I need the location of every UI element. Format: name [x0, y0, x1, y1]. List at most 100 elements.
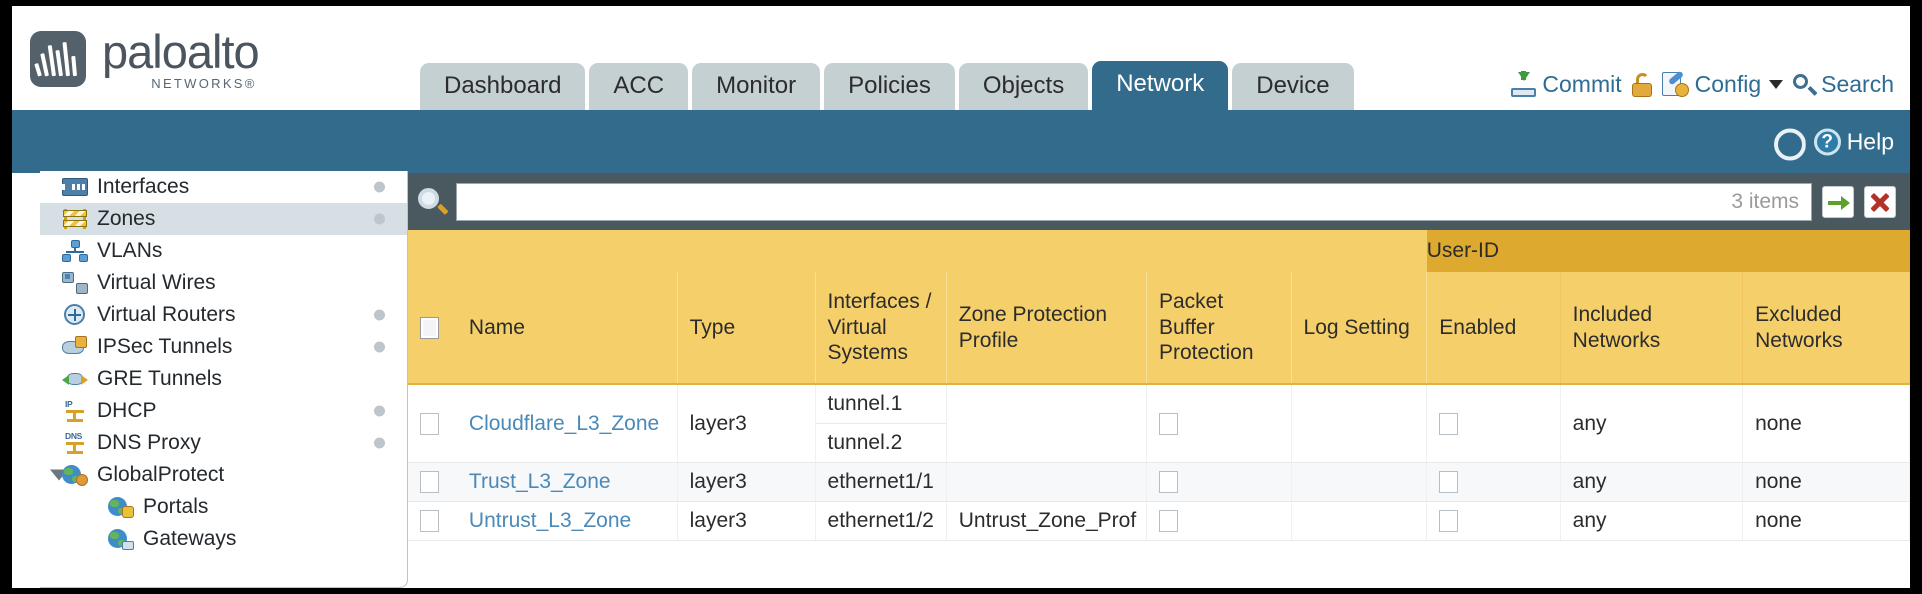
sidebar-item-portals[interactable]: Portals — [40, 491, 407, 523]
zone-name-link[interactable]: Trust_L3_Zone — [468, 470, 611, 493]
virtual-routers-icon — [62, 304, 88, 326]
cell-name: Untrust_L3_Zone — [456, 501, 678, 541]
tab-device[interactable]: Device — [1232, 63, 1354, 110]
cell-zone-protection-profile: Untrust_Zone_Prof — [946, 501, 1147, 541]
sidebar-item-virtual-routers[interactable]: Virtual Routers — [40, 299, 407, 331]
packet-buffer-protection-checkbox[interactable] — [1158, 412, 1178, 435]
column-header-packet-buffer-protection[interactable]: Packet Buffer Protection — [1146, 272, 1292, 385]
brand-logo: paloalto NETWORKS® — [30, 28, 260, 91]
cell-log-setting — [1291, 384, 1428, 463]
zone-name-link[interactable]: Cloudflare_L3_Zone — [468, 411, 660, 435]
sidebar-item-ipsec-tunnels[interactable]: IPSec Tunnels — [40, 331, 407, 363]
help-label: Help — [1846, 128, 1894, 154]
portals-icon — [108, 496, 134, 518]
search-input[interactable] — [469, 189, 1722, 214]
chevron-down-icon — [1769, 80, 1784, 89]
tab-dashboard[interactable]: Dashboard — [420, 63, 586, 110]
sidebar-item-label: VLANs — [97, 239, 163, 262]
userid-enabled-checkbox[interactable] — [1439, 412, 1459, 435]
select-all-checkbox[interactable] — [420, 317, 439, 340]
row-select-cell — [408, 501, 457, 541]
sidebar-item-virtual-wires[interactable]: Virtual Wires — [40, 267, 407, 299]
sidebar-item-label: GlobalProtect — [97, 463, 225, 486]
sidebar-item-gre-tunnels[interactable]: GRE Tunnels — [40, 363, 407, 395]
cell-type: layer3 — [677, 384, 816, 463]
cell-interface: tunnel.1 — [815, 384, 947, 424]
sidebar-item-dhcp[interactable]: IP DHCP — [40, 395, 407, 427]
group-header-userid: User-ID — [1426, 230, 1910, 272]
sidebar-item-label: DNS Proxy — [97, 431, 201, 454]
apply-filter-button[interactable] — [1822, 185, 1854, 218]
column-header-excluded-networks[interactable]: Excluded Networks — [1742, 272, 1910, 385]
cell-interface: tunnel.2 — [815, 423, 947, 463]
column-header-name[interactable]: Name — [456, 272, 678, 385]
help-question-icon: ? — [1813, 128, 1841, 155]
column-header-included-networks[interactable]: Included Networks — [1560, 272, 1744, 385]
zone-name-link[interactable]: Untrust_L3_Zone — [468, 509, 632, 532]
sidebar-item-dns-proxy[interactable]: DNS DNS Proxy — [40, 427, 407, 459]
help-button[interactable]: ? Help — [1813, 128, 1894, 155]
sidebar-item-label: Interfaces — [97, 175, 190, 198]
tab-acc[interactable]: ACC — [589, 63, 689, 110]
virtual-wires-icon — [62, 272, 88, 294]
column-header-log-setting[interactable]: Log Setting — [1291, 272, 1428, 385]
userid-enabled-checkbox[interactable] — [1439, 471, 1459, 494]
tab-objects[interactable]: Objects — [958, 63, 1089, 110]
chevron-down-icon[interactable] — [50, 469, 68, 481]
clear-filter-button[interactable] — [1864, 185, 1896, 218]
search-field-wrapper[interactable]: 3 items — [456, 182, 1812, 221]
unlock-icon[interactable] — [1631, 72, 1652, 97]
search-button[interactable]: Search — [1793, 71, 1894, 98]
row-checkbox[interactable] — [420, 510, 439, 533]
sidebar-item-gateways[interactable]: Gateways — [40, 523, 407, 555]
tab-policies[interactable]: Policies — [824, 63, 955, 110]
table-header-row: Name Type Interfaces / Virtual Systems Z… — [408, 272, 1910, 385]
gre-tunnels-icon — [62, 368, 88, 390]
cell-userid-enabled — [1426, 501, 1561, 541]
cell-zone-protection-profile — [946, 462, 1147, 502]
cell-userid-enabled — [1426, 462, 1561, 502]
commit-button[interactable]: Commit — [1511, 71, 1622, 98]
packet-buffer-protection-checkbox[interactable] — [1158, 510, 1178, 533]
brand-subtitle: NETWORKS® — [151, 76, 257, 91]
refresh-icon[interactable] — [1774, 129, 1800, 155]
sidebar-item-zones[interactable]: Zones — [40, 203, 407, 235]
group-header-spacer — [408, 230, 1427, 272]
table-row[interactable]: Trust_L3_Zone layer3 ethernet1/1 — [408, 462, 1910, 502]
commit-icon — [1511, 71, 1537, 97]
sidebar-item-interfaces[interactable]: Interfaces — [40, 171, 407, 203]
interfaces-icon — [62, 176, 88, 198]
tab-network[interactable]: Network — [1092, 61, 1229, 110]
dns-proxy-icon: DNS — [62, 432, 88, 454]
table-row[interactable]: Untrust_L3_Zone layer3 ethernet1/2 Untru… — [408, 501, 1910, 541]
sidebar-item-label: GRE Tunnels — [97, 367, 222, 390]
column-header-type[interactable]: Type — [677, 272, 816, 385]
status-dot — [374, 213, 385, 225]
main-panel: 3 items — [408, 173, 1910, 588]
cell-type: layer3 — [677, 501, 816, 541]
cell-excluded-networks: none — [1742, 501, 1910, 541]
cell-name: Cloudflare_L3_Zone — [456, 384, 678, 463]
column-header-interfaces[interactable]: Interfaces / Virtual Systems — [815, 272, 947, 385]
row-checkbox[interactable] — [420, 412, 439, 435]
sidebar-item-globalprotect[interactable]: GlobalProtect — [40, 459, 407, 491]
row-select-cell — [408, 462, 457, 502]
userid-enabled-checkbox[interactable] — [1439, 510, 1459, 533]
status-dot — [374, 437, 385, 449]
cell-interface: ethernet1/1 — [815, 462, 947, 502]
table-row-continuation[interactable]: tunnel.2 — [408, 423, 1910, 463]
cell-included-networks: any — [1560, 501, 1744, 541]
cell-name: Trust_L3_Zone — [456, 462, 678, 502]
cell-included-networks: any — [1560, 384, 1744, 463]
config-menu[interactable]: Config — [1661, 70, 1784, 98]
table-row[interactable]: Cloudflare_L3_Zone layer3 tunnel.1 — [408, 384, 1910, 463]
column-header-zone-protection-profile[interactable]: Zone Protection Profile — [946, 272, 1147, 385]
row-checkbox[interactable] — [420, 471, 439, 494]
search-filter-icon[interactable] — [418, 187, 449, 216]
column-header-userid-enabled[interactable]: Enabled — [1426, 272, 1561, 385]
cell-zone-protection-profile — [946, 384, 1147, 463]
cell-log-setting — [1291, 462, 1428, 502]
tab-monitor[interactable]: Monitor — [692, 63, 821, 110]
packet-buffer-protection-checkbox[interactable] — [1158, 471, 1178, 494]
sidebar-item-vlans[interactable]: VLANs — [40, 235, 407, 267]
